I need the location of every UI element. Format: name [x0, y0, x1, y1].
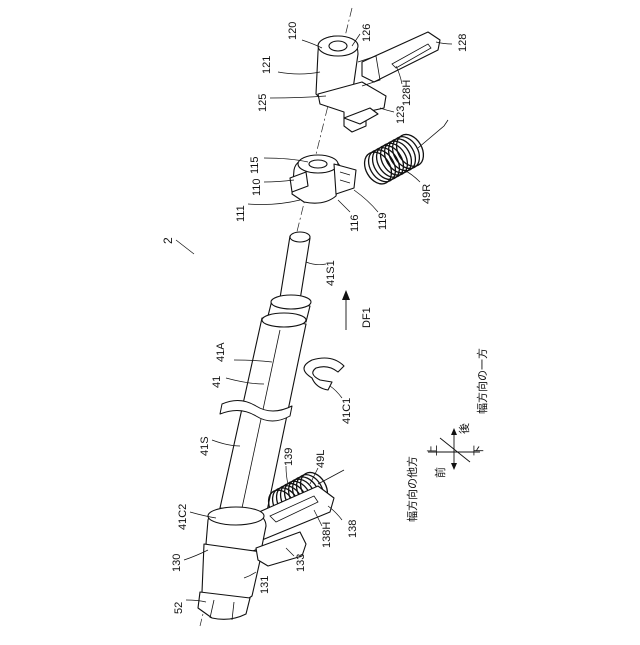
label-41S1: 41S1: [325, 260, 337, 286]
label-DF1: DF1: [361, 307, 373, 328]
label-115: 115: [249, 156, 261, 174]
label-41C1: 41C1: [341, 398, 353, 424]
compass-back-label: 後: [457, 423, 471, 434]
label-123: 123: [395, 106, 407, 124]
spring-49R: [359, 120, 448, 189]
df1-direction-arrow: [342, 290, 350, 330]
label-138H: 138H: [321, 522, 333, 548]
label-120: 120: [287, 22, 299, 40]
label-49L: 49L: [315, 450, 327, 468]
label-119: 119: [377, 212, 389, 230]
compass-width-one-side-label: 幅方向の一方: [475, 348, 489, 414]
label-131: 131: [259, 576, 271, 594]
figure-number-label: 2: [161, 237, 175, 244]
label-139: 139: [283, 448, 295, 466]
width-one-side-text: 幅方向の一方: [475, 348, 489, 414]
spring-coil: [387, 132, 425, 173]
label-128H: 128H: [401, 80, 413, 106]
spring-coil: [375, 138, 413, 179]
label-121: 121: [261, 56, 273, 74]
compass-up-label: 上: [426, 445, 439, 456]
label-138: 138: [347, 520, 359, 538]
label-41C2: 41C2: [177, 504, 189, 530]
label-128: 128: [457, 34, 469, 52]
label-133: 133: [295, 554, 307, 572]
label-41A: 41A: [215, 342, 227, 362]
compass-labels: 上 下 後 前 幅方向の一方 幅方向の他方: [405, 348, 489, 522]
compass-front-label: 前: [433, 467, 447, 478]
label-41S: 41S: [199, 436, 211, 456]
label-111: 111: [235, 205, 247, 222]
label-49R: 49R: [421, 184, 433, 204]
compass-down-label: 下: [473, 445, 485, 456]
compass-width-other-side-label: 幅方向の他方: [405, 456, 419, 522]
c-clip-41C1: [304, 358, 344, 390]
spring-coil: [391, 130, 429, 171]
label-130: 130: [171, 554, 183, 572]
label-116: 116: [349, 214, 361, 232]
spring-coil: [379, 136, 417, 177]
label-125: 125: [257, 94, 269, 112]
width-other-side-text: 幅方向の他方: [405, 456, 419, 522]
label-110: 110: [251, 178, 263, 196]
shaft-41: [220, 232, 311, 516]
label-52: 52: [173, 602, 185, 614]
spring-coil: [383, 134, 421, 175]
label-126: 126: [361, 24, 373, 42]
bracket-120: [316, 32, 440, 132]
label-41: 41: [211, 376, 223, 388]
holder-110: [290, 155, 356, 203]
